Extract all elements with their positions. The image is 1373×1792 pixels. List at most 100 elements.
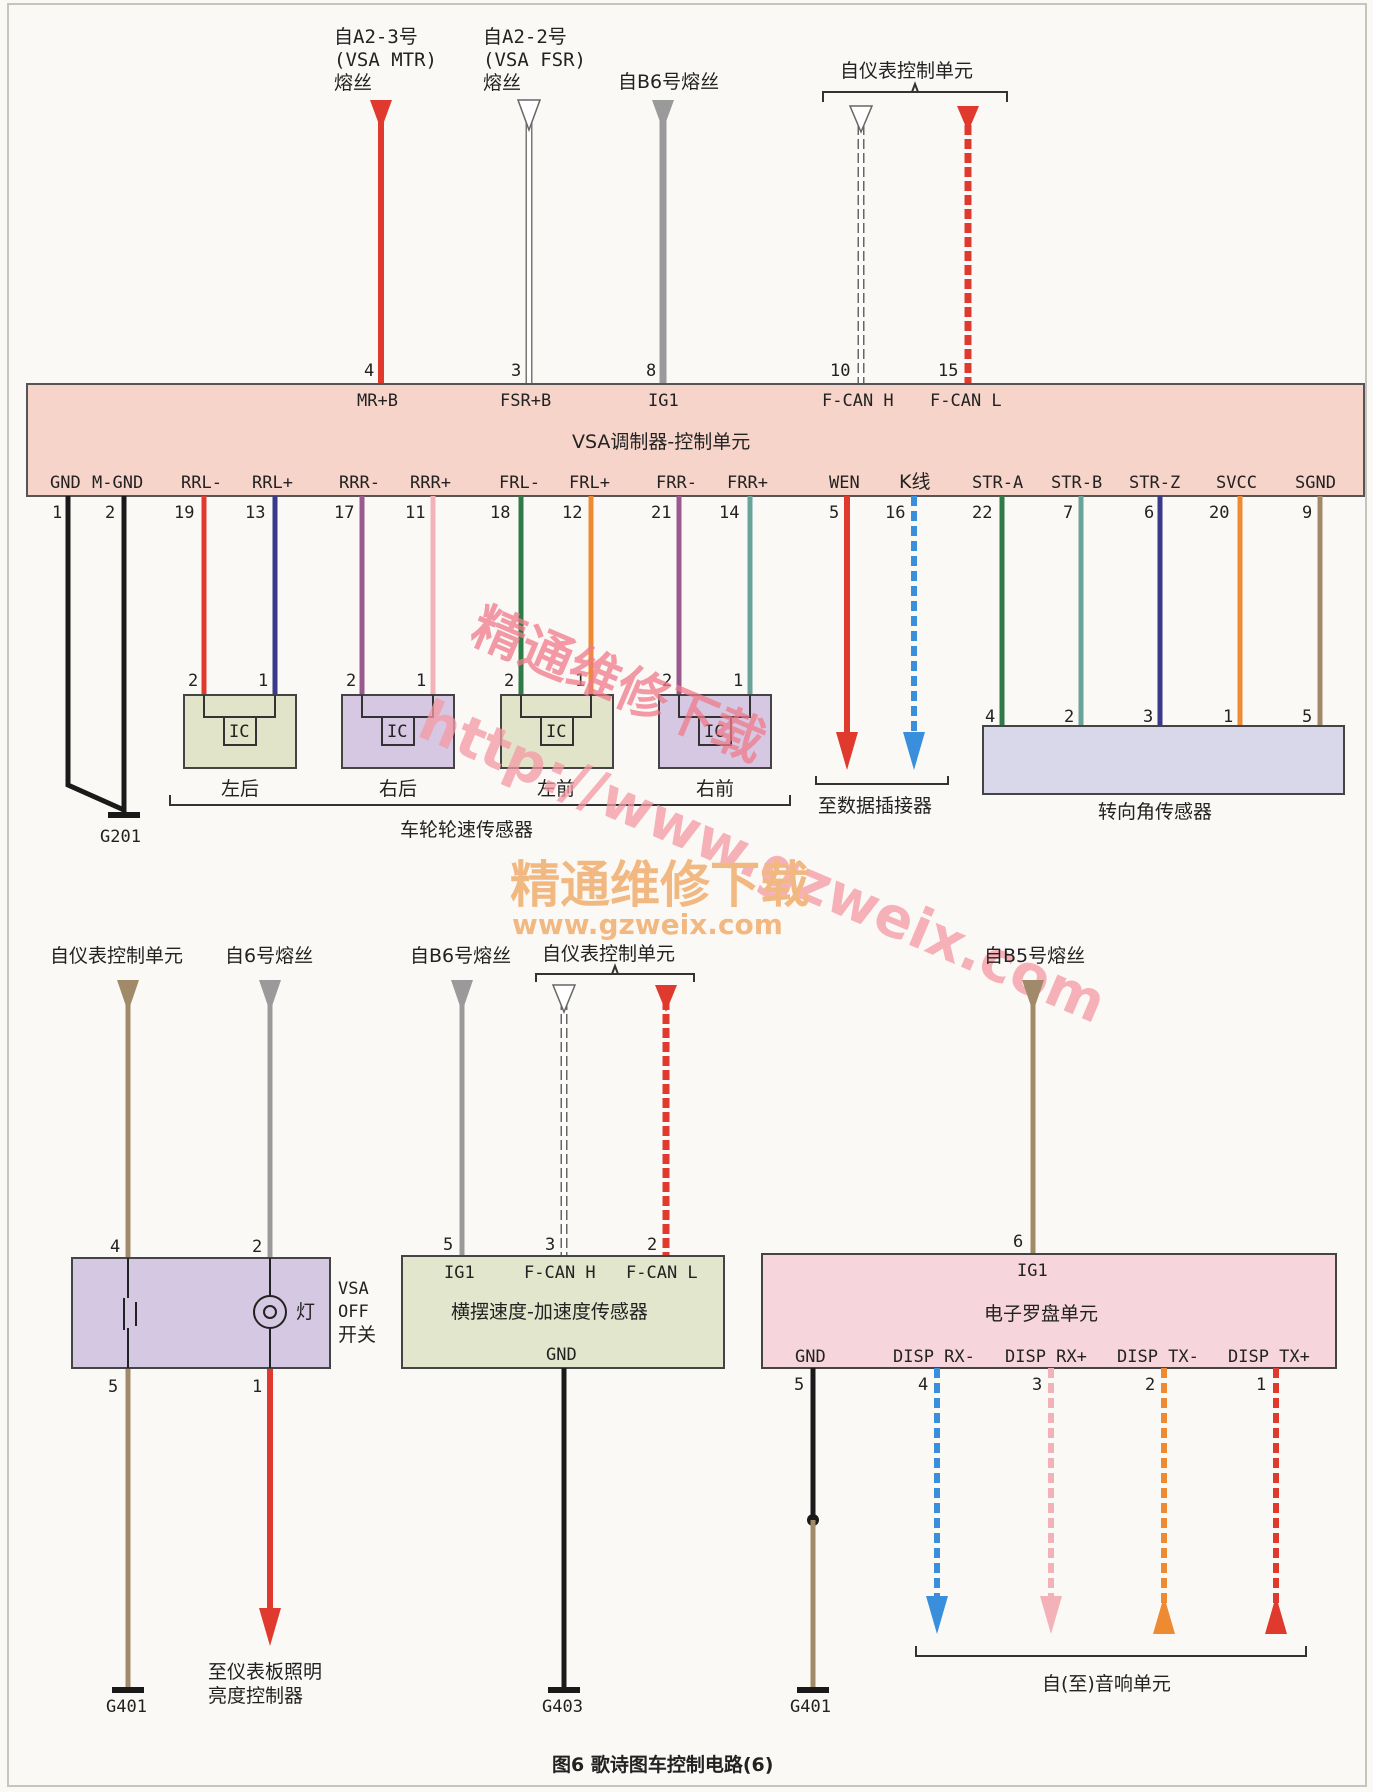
svg-text:www.gzweix.com: www.gzweix.com (512, 908, 783, 941)
yaw-pin-2: 2 (647, 1235, 657, 1255)
svg-text:2: 2 (1064, 707, 1074, 727)
yaw-label-ig1: IG1 (444, 1263, 475, 1283)
svg-text:19: 19 (174, 503, 194, 523)
svg-text:2: 2 (504, 671, 514, 691)
audio-unit-label: 自(至)音响单元 (1042, 1673, 1171, 1695)
svg-text:13: 13 (245, 503, 265, 523)
ground-g403: G403 (542, 1697, 583, 1717)
svg-text:1: 1 (1256, 1375, 1266, 1395)
wire-compass-ig1 (1022, 980, 1044, 1256)
svg-text:STR-A: STR-A (972, 473, 1023, 493)
wire-fsr-b (516, 99, 542, 384)
svg-text:转向角传感器: 转向角传感器 (1098, 801, 1212, 823)
pin-num-fcan-l: 15 (938, 361, 958, 381)
wheel-group-brace (169, 795, 791, 806)
switch-pin-1: 1 (252, 1377, 262, 1397)
lamp-icon (253, 1258, 287, 1368)
source-b6: 自B6号熔丝 (618, 71, 719, 93)
wire-k-line (903, 496, 925, 770)
wire-wen (836, 496, 858, 770)
svg-text:6: 6 (1144, 503, 1154, 523)
pin-num-mr-b: 4 (364, 361, 374, 381)
switch-label-off: OFF (338, 1302, 369, 1322)
svg-text:2: 2 (346, 671, 356, 691)
svg-text:3: 3 (1143, 707, 1153, 727)
svg-text:SVCC: SVCC (1216, 473, 1257, 493)
svg-text:9: 9 (1302, 503, 1312, 523)
electronic-compass-unit (761, 1253, 1337, 1369)
compass-title: 电子罗盘单元 (984, 1303, 1098, 1325)
svg-text:FRL-: FRL- (499, 473, 540, 493)
page-border (7, 3, 1367, 1787)
vsa-bottom-pin-numbers: 1 2 19 13 17 11 18 12 21 14 5 16 22 7 6 … (52, 503, 1312, 523)
switch-label-vsa: VSA (338, 1279, 369, 1299)
vsa-title: VSA调制器-控制单元 (572, 431, 750, 453)
svg-text:2: 2 (1145, 1375, 1155, 1395)
svg-text:1: 1 (575, 671, 585, 691)
svg-text:3: 3 (1032, 1375, 1042, 1395)
svg-text:5: 5 (794, 1375, 804, 1395)
svg-text:自A2-3号: 自A2-3号 (334, 26, 418, 48)
svg-text:IC: IC (387, 722, 407, 742)
dest-dimmer-1: 至仪表板照明 (208, 1661, 322, 1683)
compass-label-ig1: IG1 (1017, 1261, 1048, 1281)
wheel-sensor-rear-left: 2 1 IC 左后 (183, 671, 297, 800)
wheel-sensor-rear-right: 2 1 IC 右后 (341, 671, 455, 800)
audio-brace (915, 1646, 1307, 1657)
wire-disp-tx-plus (1265, 1368, 1287, 1634)
svg-text:18: 18 (490, 503, 510, 523)
yaw-pin-3: 3 (545, 1235, 555, 1255)
pin-num-ig1: 8 (646, 361, 656, 381)
meter-brace-bottom (535, 973, 695, 982)
wire-compass-gnd (797, 1368, 829, 1693)
svg-text:21: 21 (651, 503, 671, 523)
figure-caption: 图6 歌诗图车控制电路(6) (552, 1753, 773, 1776)
svg-text:M-GND: M-GND (92, 473, 143, 493)
svg-text:2: 2 (662, 671, 672, 691)
switch-label-switch: 开关 (338, 1324, 376, 1346)
source-a2-3: 自A2-3号 (VSA MTR) 熔丝 (334, 26, 437, 94)
wire-fcan-l-top (957, 106, 979, 384)
svg-text:RRR-: RRR- (339, 473, 380, 493)
svg-text:精通维修下载: 精通维修下载 (510, 856, 810, 914)
wheel-sensor-front-right: 2 1 IC 右前 (658, 671, 772, 800)
svg-text:4: 4 (918, 1375, 928, 1395)
pin-num-fcan-h: 10 (830, 361, 850, 381)
svg-text:2: 2 (105, 503, 115, 523)
svg-text:FRL+: FRL+ (569, 473, 610, 493)
svg-text:RRR+: RRR+ (410, 473, 451, 493)
svg-text:5: 5 (1302, 707, 1312, 727)
svg-text:WEN: WEN (829, 473, 860, 493)
switch-pin-2: 2 (252, 1237, 262, 1257)
vsa-bottom-labels: GND M-GND RRL- RRL+ RRR- RRR+ FRL- FRL+ … (50, 471, 1336, 493)
wire-fcan-h-top (848, 105, 874, 384)
wire-yaw-ig1 (451, 980, 473, 1258)
wire-gnd-g201 (65, 496, 140, 818)
svg-text:12: 12 (562, 503, 582, 523)
svg-text:RRL+: RRL+ (252, 473, 293, 493)
dlc-brace (815, 776, 949, 785)
dlc-label: 至数据插接器 (818, 795, 932, 817)
svg-text:左后: 左后 (221, 778, 259, 800)
svg-text:(VSA FSR): (VSA FSR) (483, 49, 586, 71)
wire-switch-out (259, 1368, 281, 1646)
svg-text:1: 1 (416, 671, 426, 691)
svg-text:DISP TX-: DISP TX- (1117, 1347, 1199, 1367)
lamp-label: 灯 (296, 1301, 315, 1323)
svg-text:17: 17 (334, 503, 354, 523)
ground-g201: G201 (100, 827, 141, 847)
svg-text:K线: K线 (899, 471, 930, 493)
compass-pin-6: 6 (1013, 1232, 1023, 1252)
compass-src-fuse: 自B5号熔丝 (984, 945, 1085, 967)
pin-label-fcan-l: F-CAN L (930, 391, 1002, 411)
compass-bottom-pin-numbers: 5 4 3 2 1 (794, 1375, 1266, 1395)
wire-yaw-fcan-l (655, 985, 677, 1258)
yaw-label-fcan-h: F-CAN H (524, 1263, 596, 1283)
svg-text:STR-Z: STR-Z (1129, 473, 1180, 493)
svg-text:1: 1 (1223, 707, 1233, 727)
svg-text:STR-B: STR-B (1051, 473, 1102, 493)
svg-text:熔丝: 熔丝 (334, 72, 372, 94)
svg-text:GND: GND (50, 473, 81, 493)
svg-text:FRR+: FRR+ (727, 473, 768, 493)
